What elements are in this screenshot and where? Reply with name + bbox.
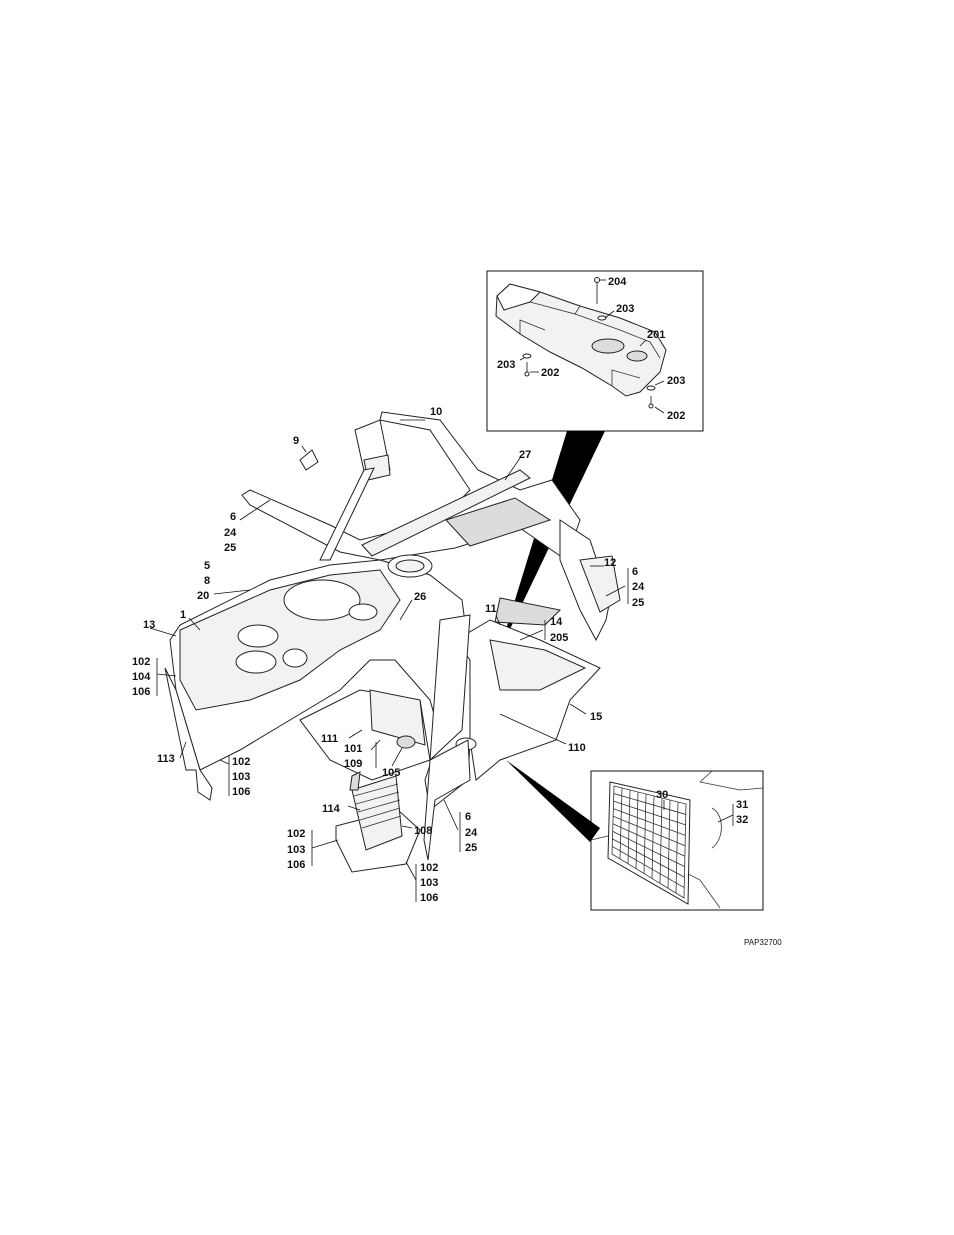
label-6-c: 6: [465, 811, 471, 823]
inset-label-203-b: 203: [497, 359, 515, 371]
label-102-b: 102: [232, 756, 250, 768]
label-101: 101: [344, 743, 362, 755]
label-103-b: 103: [287, 844, 305, 856]
label-104: 104: [132, 671, 151, 683]
label-14: 14: [550, 616, 563, 628]
inset-label-201: 201: [647, 329, 665, 341]
label-25-a: 25: [224, 542, 236, 554]
label-205: 205: [550, 632, 568, 644]
label-111: 111: [321, 733, 338, 745]
inset-label-203-c: 203: [667, 375, 685, 387]
label-106-d: 106: [420, 892, 438, 904]
label-6-a: 6: [230, 511, 236, 523]
label-110: 110: [568, 742, 586, 754]
inset-label-202-b: 202: [667, 410, 685, 422]
label-106-b: 106: [232, 786, 250, 798]
shift-boot: [336, 772, 420, 872]
label-20: 20: [197, 590, 209, 602]
label-24-a: 24: [224, 527, 237, 539]
label-25-b: 25: [632, 597, 644, 609]
label-102-c: 102: [287, 828, 305, 840]
label-103-a: 103: [232, 771, 250, 783]
label-9: 9: [293, 435, 299, 447]
label-12: 12: [604, 557, 616, 569]
label-6-b: 6: [632, 566, 638, 578]
label-15: 15: [590, 711, 602, 723]
label-109: 109: [344, 758, 362, 770]
label-25-c: 25: [465, 842, 477, 854]
callout-wedge-bottom: [506, 760, 600, 842]
label-24-c: 24: [465, 827, 478, 839]
label-108: 108: [414, 825, 432, 837]
inset-label-202-a: 202: [541, 367, 559, 379]
inset-label-31: 31: [736, 799, 748, 811]
inset-label-30: 30: [656, 789, 668, 801]
label-103-c: 103: [420, 877, 438, 889]
label-113: 113: [157, 753, 175, 765]
label-102-d: 102: [420, 862, 438, 874]
label-102-a: 102: [132, 656, 150, 668]
label-1: 1: [180, 609, 186, 621]
label-10: 10: [430, 406, 442, 418]
inset-bottom: 30 31 32: [591, 771, 763, 910]
label-11: 11: [485, 603, 497, 615]
diagram-code: PAP32700: [744, 938, 782, 947]
label-8: 8: [204, 575, 210, 587]
label-26: 26: [414, 591, 426, 603]
label-114: 114: [322, 803, 341, 815]
label-24-b: 24: [632, 581, 645, 593]
label-13: 13: [143, 619, 155, 631]
inset-label-204: 204: [608, 276, 627, 288]
inset-label-32: 32: [736, 814, 748, 826]
inset-label-203-a: 203: [616, 303, 634, 315]
label-27: 27: [519, 449, 531, 461]
label-106-a: 106: [132, 686, 150, 698]
inset-top: 204 203 201 203 202 203 202: [487, 271, 703, 431]
label-5: 5: [204, 560, 210, 572]
label-106-c: 106: [287, 859, 305, 871]
label-105: 105: [382, 767, 400, 779]
